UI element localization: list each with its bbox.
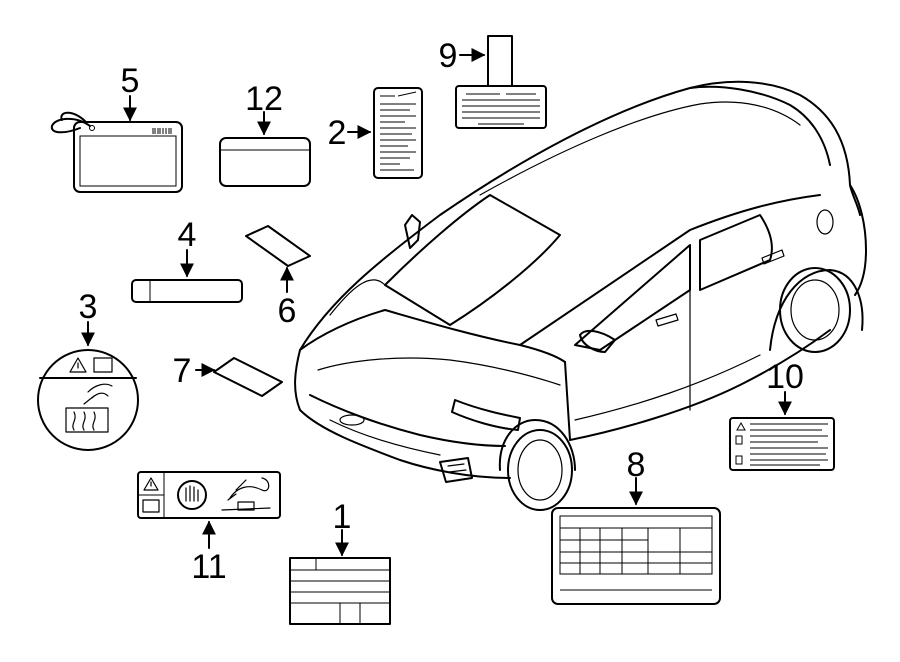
callout-1: 1 [333, 498, 352, 536]
callout-2: 2 [328, 114, 347, 152]
callout-9: 9 [439, 37, 458, 75]
label-10-part [729, 391, 835, 471]
label-1-part [289, 529, 391, 625]
callout-11: 11 [191, 548, 226, 586]
callout-12: 12 [245, 80, 283, 118]
callout-7: 7 [173, 352, 192, 390]
callout-6: 6 [278, 292, 297, 330]
car-illustration [294, 80, 867, 511]
callout-4: 4 [178, 216, 197, 254]
label-12-part [219, 111, 311, 187]
label-6-part [245, 225, 311, 293]
label-8-part [551, 477, 721, 605]
callout-3: 3 [79, 288, 98, 326]
label-2-part [347, 87, 423, 179]
callout-numbers: 1 2 3 4 5 6 7 8 9 10 11 12 [79, 37, 804, 586]
label-3-part [37, 321, 139, 451]
label-9-part [455, 35, 547, 129]
label-4-part [131, 249, 243, 303]
callout-5: 5 [121, 62, 140, 100]
callout-10: 10 [766, 358, 804, 396]
label-11-part [137, 471, 281, 549]
label-7-part [195, 357, 283, 397]
callout-8: 8 [627, 446, 646, 484]
label-5-part [50, 95, 183, 193]
